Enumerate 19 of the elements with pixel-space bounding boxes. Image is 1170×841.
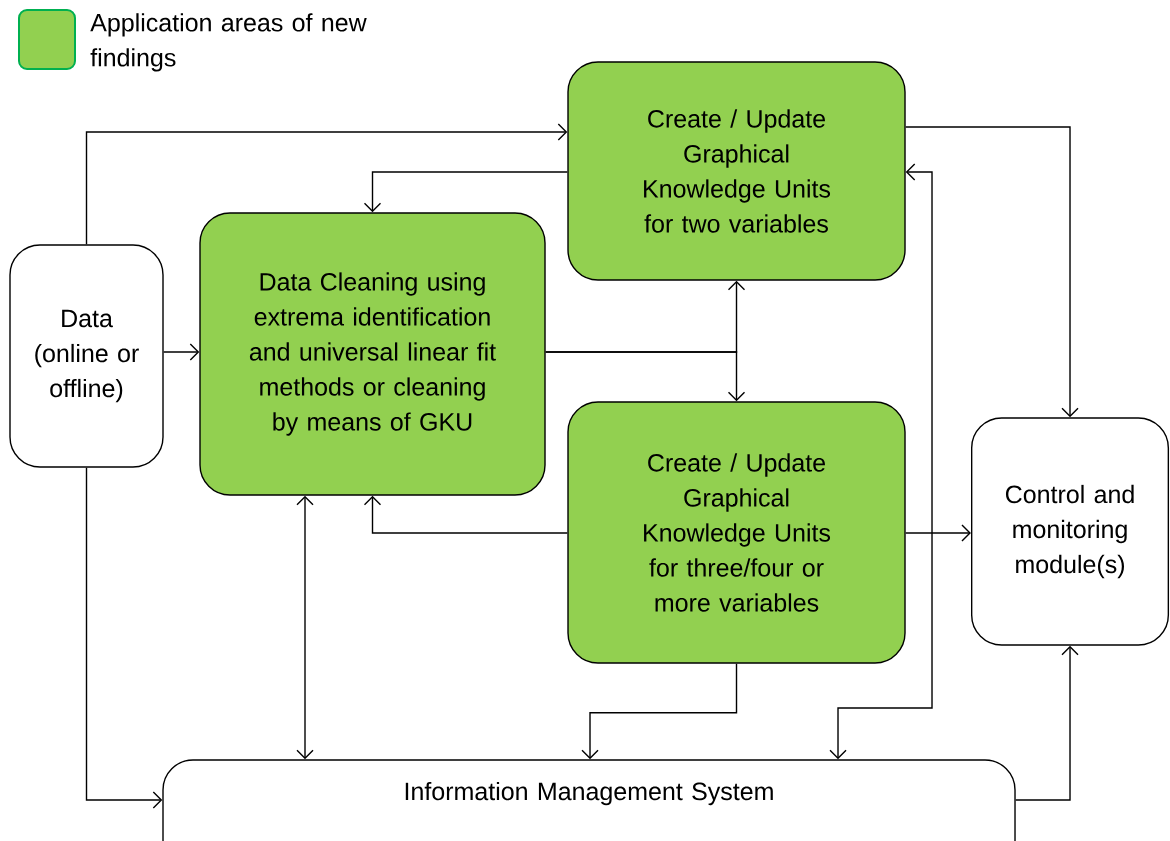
- arrow: [85, 123, 568, 245]
- arrow: [163, 343, 200, 361]
- process-box: Data Cleaning using extrema identification and universal linear fit methods or cleaning by means of GKU: [199, 212, 546, 496]
- arrow: [905, 126, 1079, 418]
- arrow: [581, 663, 738, 760]
- process-box: Create / Update Graphical Knowledge Units for two variables: [567, 61, 906, 281]
- arrow: [545, 351, 746, 402]
- system-box: Information Management System: [162, 759, 1016, 841]
- module-box: Control and monitoring module(s): [970, 417, 1170, 646]
- data-box: Data (online or offline): [9, 244, 164, 468]
- arrow: [363, 171, 568, 213]
- arrow: [829, 163, 933, 760]
- arrow: [296, 495, 314, 760]
- arrow: [85, 467, 163, 809]
- arrow: [363, 495, 568, 534]
- arrow: [905, 524, 971, 542]
- arrow: [1015, 645, 1079, 801]
- legend-label: Application areas of new findings: [90, 13, 367, 72]
- process-box: Create / Update Graphical Knowledge Units for three/four or more variables: [567, 401, 906, 664]
